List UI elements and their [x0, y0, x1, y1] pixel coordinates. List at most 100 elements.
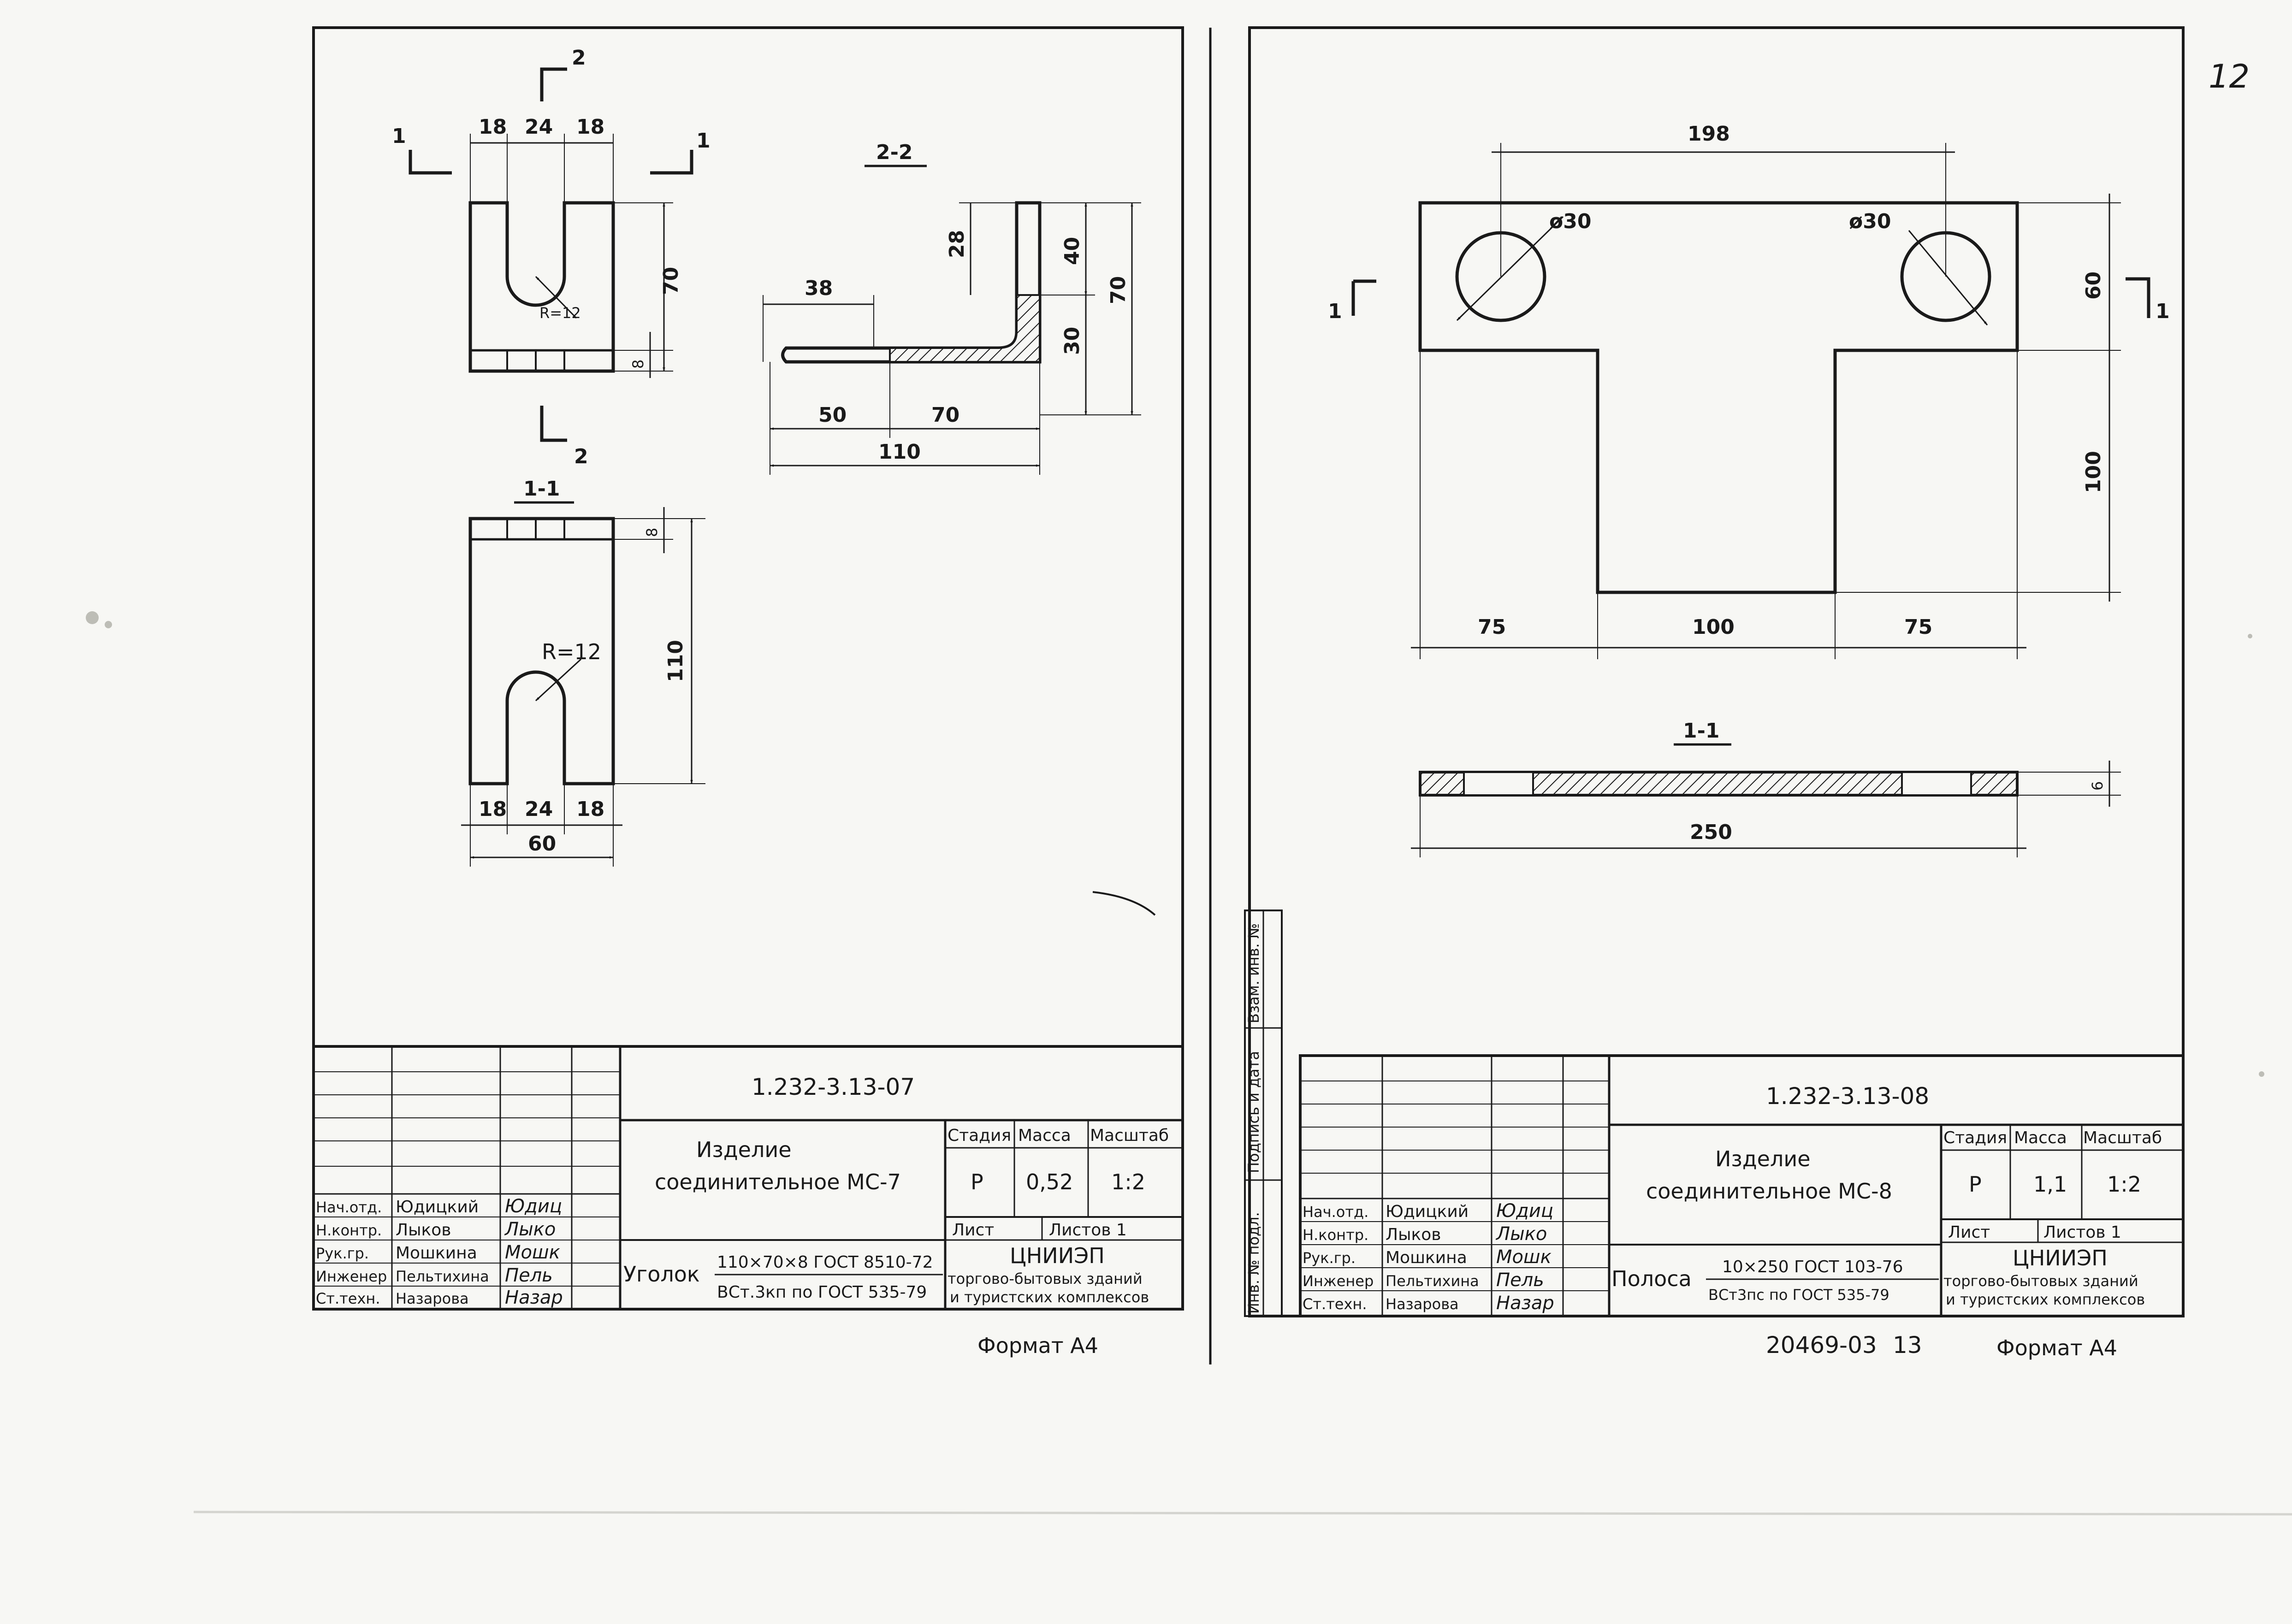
- section22-title: 2-2: [876, 141, 913, 164]
- right-frame: [1248, 26, 2185, 1317]
- front-radius-label: R=12: [539, 304, 581, 322]
- plan-dim-h1: 60: [2082, 272, 2105, 300]
- plan-dim-w2: 100: [1692, 615, 1735, 639]
- plan-dim-w3: 75: [1904, 615, 1932, 639]
- right-people: Нач.отд. Юдицкий Юдиц Н.контр. Лыков Лык…: [1303, 1200, 1554, 1314]
- right-person-sign: Юдиц: [1496, 1200, 1553, 1222]
- page-number: 12: [2209, 58, 2250, 95]
- hole-right-label: ø30: [1849, 210, 1891, 233]
- front-dim-w2: 24: [525, 115, 553, 139]
- s22-dim-a: 38: [805, 277, 833, 300]
- left-person-role: Рук.гр.: [316, 1245, 369, 1262]
- left-person-name: Юдицкий: [396, 1198, 479, 1217]
- s22-dim-f: 50: [818, 403, 847, 427]
- front-outline: [468, 201, 615, 373]
- plate-dim-total: 60: [528, 832, 556, 856]
- s22-dim-h: 110: [878, 440, 921, 464]
- left-org-line1: ЦНИИЭП: [1010, 1243, 1105, 1268]
- front-section-mark-left: 1: [392, 124, 406, 148]
- right-person-role: Рук.гр.: [1303, 1249, 1356, 1267]
- s22-dim-d: 30: [1060, 327, 1084, 355]
- left-value-scale: 1:2: [1111, 1169, 1145, 1194]
- s22-dim-b: 28: [945, 230, 969, 258]
- left-sheet-label: Лист: [952, 1221, 994, 1240]
- left-name-line1: Изделие: [696, 1137, 792, 1162]
- right-person-sign: Пель: [1496, 1270, 1544, 1291]
- left-material-top: 110×70×8 ГОСТ 8510-72: [717, 1253, 933, 1272]
- strip-dim-w: 250: [1690, 821, 1732, 844]
- right-name-line1: Изделие: [1715, 1146, 1811, 1171]
- section11-title-right: 1-1: [1683, 719, 1720, 743]
- right-value-stage: Р: [1969, 1172, 1982, 1197]
- side-inv-repl: Взам. инв. №: [1245, 923, 1262, 1023]
- front-dim-h: 70: [659, 267, 683, 295]
- right-person-sign: Мошк: [1496, 1246, 1552, 1268]
- right-sheet: Инв. № подл. Подпись и дата Взам. инв. №…: [1244, 26, 2185, 1360]
- left-person-name: Мошкина: [396, 1244, 477, 1263]
- archive-number: 20469-03: [1766, 1332, 1877, 1358]
- right-person-role: Н.контр.: [1303, 1226, 1368, 1244]
- section11-title-left: 1-1: [523, 477, 560, 501]
- plate-dim-w3: 18: [576, 797, 604, 821]
- right-value-mass: 1,1: [2033, 1172, 2067, 1197]
- right-person-sign: Лыко: [1495, 1223, 1547, 1245]
- left-person-sign: Назар: [505, 1287, 563, 1308]
- left-person-sign: Лыко: [504, 1219, 556, 1240]
- left-front-view: R=12 18 24 18 70 8 1 1 2: [392, 46, 711, 468]
- left-format: Формат А4: [977, 1333, 1098, 1358]
- left-header-scale: Масштаб: [1090, 1126, 1169, 1145]
- left-person-name: Назарова: [396, 1290, 469, 1307]
- front-section2-mark-top: 2: [572, 46, 586, 70]
- right-person-sign: Назар: [1496, 1293, 1554, 1314]
- left-frame: [312, 26, 1184, 1311]
- left-sheet: R=12 18 24 18 70 8 1 1 2: [312, 26, 1184, 1358]
- left-person-sign: Пель: [505, 1265, 553, 1286]
- plan-section-mark-right: 1: [2156, 300, 2170, 323]
- left-person-name: Пельтихина: [396, 1268, 489, 1285]
- left-title-block: 1.232-3.13-07 Изделие соединительное МС-…: [312, 1045, 1184, 1311]
- left-person-role: Нач.отд.: [316, 1199, 382, 1216]
- right-section-1-1: 1-1 6 250: [1411, 719, 2121, 857]
- archive-sheet: 13: [1893, 1332, 1922, 1358]
- left-person-role: Ст.техн.: [316, 1290, 380, 1307]
- left-org-line3: и туристских комплексов: [950, 1288, 1149, 1306]
- left-header-mass: Масса: [1018, 1126, 1071, 1145]
- strip-dim-t: 6: [2089, 781, 2106, 791]
- s22-dim-g: 70: [931, 403, 959, 427]
- left-value-mass: 0,52: [1026, 1169, 1073, 1194]
- plate-dim-h: 110: [664, 640, 687, 682]
- plan-dim-h2: 100: [2082, 451, 2105, 493]
- plate-dim-top: 8: [643, 528, 661, 537]
- right-person-name: Лыков: [1386, 1225, 1441, 1244]
- right-title-block: 1.232-3.13-08 Изделие соединительное МС-…: [1299, 1054, 2185, 1317]
- plate-outline: [468, 517, 615, 785]
- plan-dim-w1: 75: [1478, 615, 1506, 639]
- left-material-label: Уголок: [623, 1262, 700, 1287]
- s22-dim-e: 70: [1107, 276, 1130, 304]
- right-material-top: 10×250 ГОСТ 103-76: [1722, 1258, 1903, 1276]
- left-value-stage: Р: [971, 1169, 983, 1194]
- right-header-stage: Стадия: [1943, 1128, 2007, 1147]
- left-section-2-2: 2-2 38 28 40 30 70 50: [763, 141, 1141, 475]
- right-format: Формат А4: [1996, 1335, 2117, 1360]
- plate-dim-w1: 18: [479, 797, 507, 821]
- s22-dim-c: 40: [1060, 237, 1084, 265]
- right-org-line1: ЦНИИЭП: [2013, 1246, 2108, 1270]
- right-sheets-label: Листов 1: [2043, 1223, 2121, 1242]
- left-person-name: Лыков: [396, 1221, 451, 1240]
- left-person-sign: Юдиц: [505, 1196, 562, 1217]
- right-person-name: Юдицкий: [1386, 1202, 1469, 1221]
- right-person-role: Ст.техн.: [1303, 1295, 1367, 1313]
- right-name-line2: соединительное МС-8: [1646, 1179, 1892, 1204]
- plate-dim-w2: 24: [525, 797, 553, 821]
- left-sheets-label: Листов 1: [1049, 1221, 1127, 1240]
- hole-left-label: ø30: [1549, 210, 1591, 233]
- left-person-role: Инженер: [316, 1268, 387, 1285]
- right-doc-code: 1.232-3.13-08: [1766, 1083, 1929, 1110]
- right-sheet-label: Лист: [1948, 1223, 1990, 1242]
- right-person-name: Назарова: [1386, 1295, 1459, 1313]
- front-dim-w1: 18: [479, 115, 507, 139]
- left-people: Нач.отд. Юдицкий Юдиц Н.контр. Лыков Лык…: [316, 1196, 563, 1308]
- front-section-mark-right: 1: [696, 129, 711, 153]
